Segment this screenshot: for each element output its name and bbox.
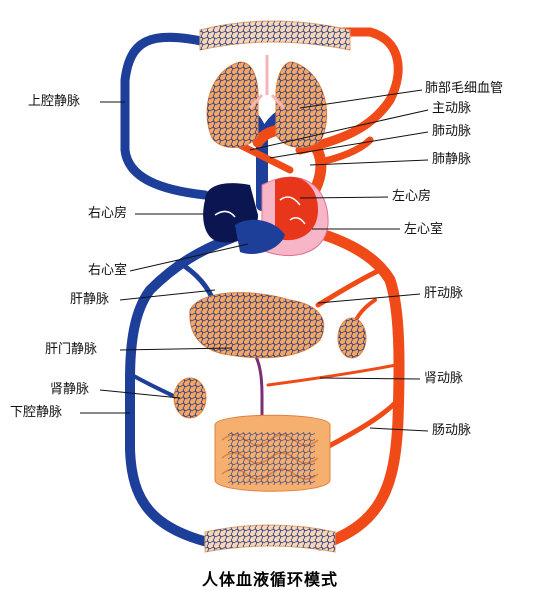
- label-pulmonary-artery: 肺动脉: [432, 124, 471, 140]
- label-intestinal-artery: 肠动脉: [432, 423, 471, 439]
- renal-artery-vessel: [268, 365, 396, 385]
- hepatic-artery-vessel: [318, 270, 380, 305]
- label-right-atrium: 右心房: [88, 206, 127, 222]
- label-right-ventricle: 右心室: [88, 263, 127, 279]
- label-renal-vein: 肾静脉: [50, 382, 89, 398]
- spleen: [338, 318, 366, 358]
- label-superior-vena-cava: 上腔静脉: [28, 94, 80, 110]
- label-inferior-vena-cava: 下腔静脉: [10, 405, 62, 421]
- label-left-atrium: 左心房: [392, 189, 431, 205]
- superior-vena-cava: [125, 37, 206, 195]
- descending-aorta: [308, 230, 399, 545]
- intestines: [215, 415, 330, 491]
- renal-vein-vessel: [132, 375, 178, 398]
- label-hepatic-artery: 肝动脉: [424, 286, 463, 302]
- label-aorta: 主动脉: [432, 101, 471, 117]
- label-hepatic-portal-vein: 肝门静脉: [45, 342, 97, 358]
- label-hepatic-vein: 肝静脉: [70, 292, 109, 308]
- label-pulmonary-vein: 肺静脉: [432, 152, 471, 168]
- left-lung: [207, 62, 258, 147]
- label-left-ventricle: 左心室: [404, 222, 443, 238]
- diagram-caption: 人体血液循环模式: [0, 566, 540, 590]
- label-pulmonary-capillaries: 肺部毛细血管: [425, 81, 503, 97]
- lower-capillary-bed: [205, 525, 335, 552]
- upper-capillary-bed: [200, 21, 350, 50]
- label-renal-artery: 肾动脉: [424, 371, 463, 387]
